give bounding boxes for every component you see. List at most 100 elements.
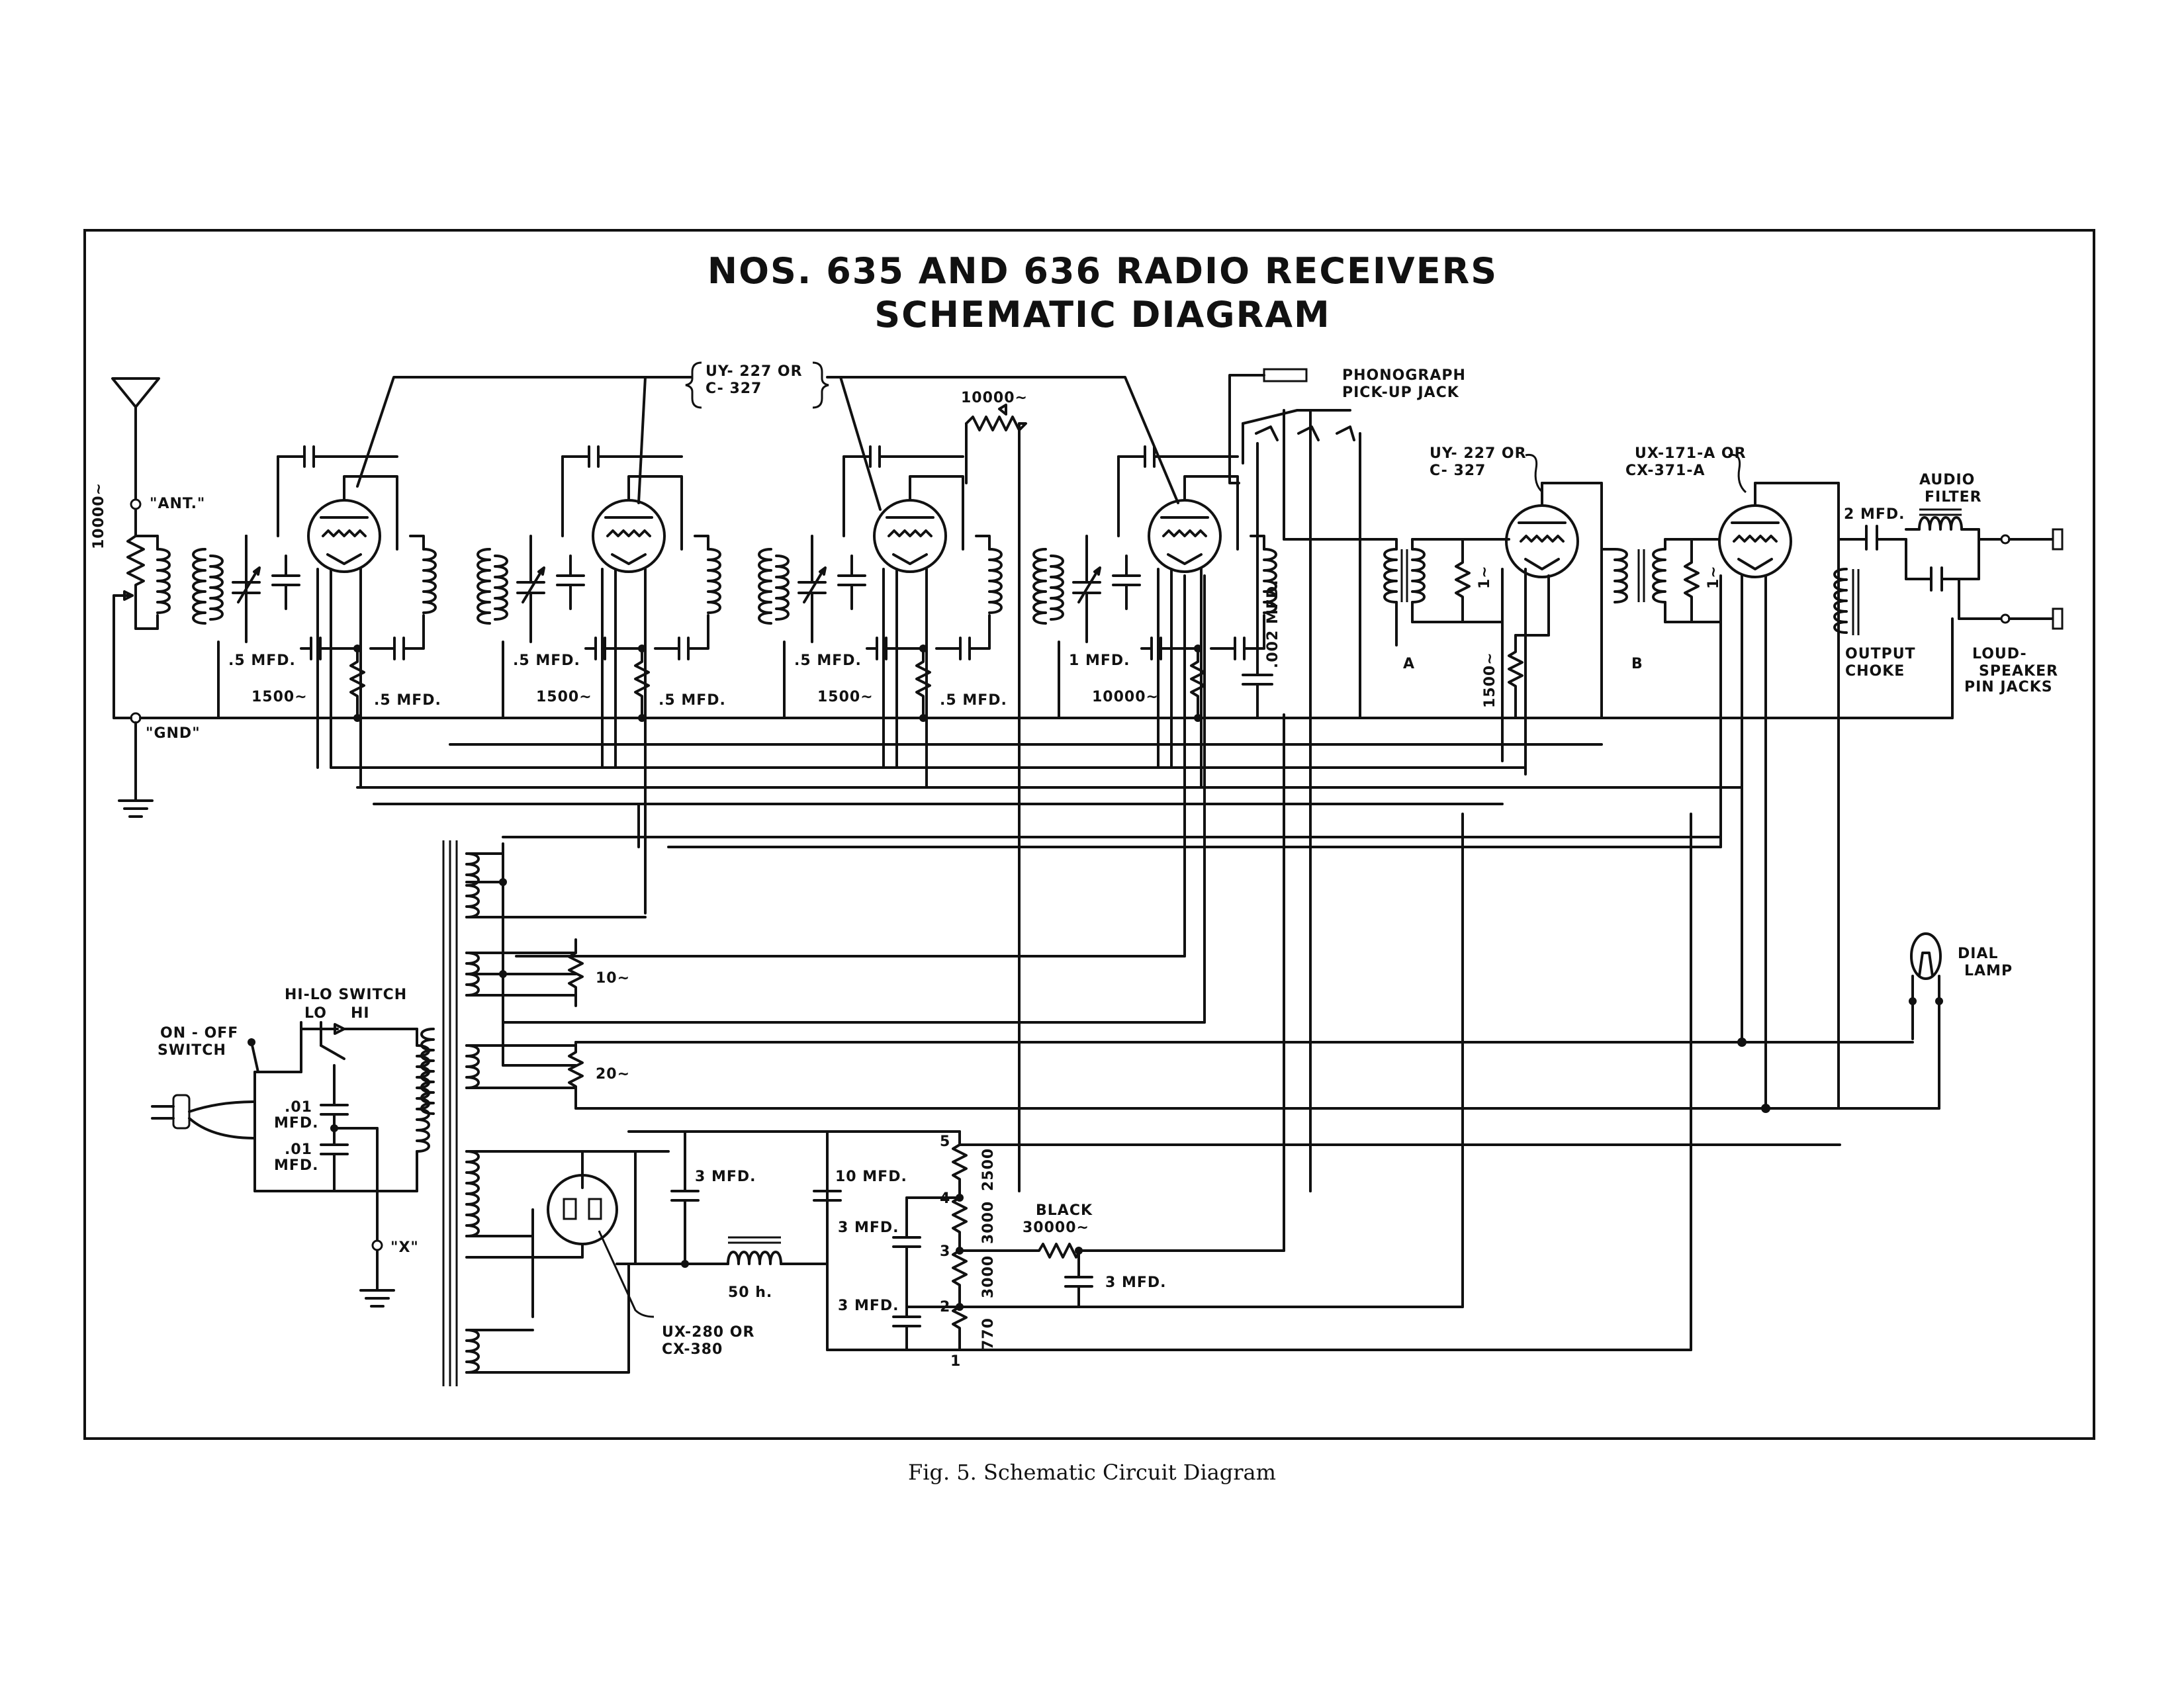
ant-label: "ANT." bbox=[150, 496, 205, 512]
cap-10mfd-label: 10 MFD. bbox=[835, 1169, 907, 1185]
gnd-label: "GND" bbox=[146, 725, 201, 742]
output-choke-label-2: CHOKE bbox=[1845, 663, 1905, 680]
c01a-label-2: MFD. bbox=[274, 1115, 319, 1132]
c01b-label-2: MFD. bbox=[274, 1157, 319, 1174]
r-1meg-b-label: 1~ bbox=[1706, 565, 1722, 589]
antenna-symbol bbox=[111, 377, 160, 510]
pot-10-ohm bbox=[568, 938, 584, 1007]
x-terminal-label: "X" bbox=[390, 1239, 419, 1256]
capacitor-002 bbox=[1242, 495, 1273, 719]
power-tube bbox=[1718, 482, 1792, 578]
choke-50h-label: 50 h. bbox=[728, 1284, 772, 1301]
phono-label-1: PHONOGRAPH bbox=[1342, 367, 1466, 384]
stage-2-cap-label: .5 MFD. bbox=[513, 652, 580, 669]
dial-lamp bbox=[1909, 932, 1943, 1110]
cap-3mfd-d-label: 3 MFD. bbox=[1105, 1274, 1167, 1291]
xfmr-b-label: B bbox=[1631, 656, 1643, 672]
onoff-label-1: ON - OFF bbox=[160, 1025, 238, 1042]
title-line-2: SCHEMATIC DIAGRAM bbox=[874, 294, 1330, 335]
transformer-b bbox=[1600, 538, 1666, 623]
transformer-a bbox=[1283, 538, 1464, 646]
uy227-label-a: UY- 227 OR bbox=[705, 363, 803, 380]
bus-wiring bbox=[330, 574, 1940, 1113]
c327-label-b: C- 327 bbox=[1430, 463, 1486, 479]
pot-20-label: 20~ bbox=[596, 1066, 630, 1083]
lo-label: LO bbox=[304, 1005, 327, 1022]
ac-plug bbox=[151, 1094, 256, 1139]
cap-3mfd-b-label: 3 MFD. bbox=[838, 1220, 899, 1236]
pot-20-ohm bbox=[568, 1041, 584, 1110]
output-choke bbox=[1833, 568, 1860, 635]
stage-3-cap-label: .5 MFD. bbox=[794, 652, 862, 669]
dial-lamp-label-1: DIAL bbox=[1958, 946, 1999, 962]
figure-caption: Fig. 5. Schematic Circuit Diagram bbox=[908, 1460, 1276, 1485]
audio-filter-label-2: FILTER bbox=[1925, 489, 1982, 506]
hi-lo-switch bbox=[300, 1021, 418, 1060]
c01b-label-1: .01 bbox=[285, 1141, 312, 1158]
tap-4-label: 4 bbox=[940, 1190, 950, 1207]
tube-label-brace bbox=[356, 361, 1179, 511]
loudspeaker-label-3: PIN JACKS bbox=[1964, 679, 2053, 695]
cap-2mfd-label: 2 MFD. bbox=[1844, 506, 1905, 523]
r3000b-label: 3000 bbox=[980, 1255, 997, 1298]
resistor-30000 bbox=[1018, 1243, 1100, 1259]
rectifier-tube bbox=[547, 1174, 618, 1245]
loudspeaker-label-2: SPEAKER bbox=[1979, 663, 2058, 680]
title-line-1: NOS. 635 AND 636 RADIO RECEIVERS bbox=[707, 250, 1498, 292]
phono-label-2: PICK-UP JACK bbox=[1342, 384, 1459, 401]
pot-10-label: 10~ bbox=[596, 970, 630, 987]
pot-10000-top-label: 10000~ bbox=[961, 390, 1028, 406]
audio-tube-1 bbox=[1505, 482, 1579, 578]
audio-filter bbox=[1905, 508, 1980, 620]
cap-3mfd-c-label: 3 MFD. bbox=[838, 1298, 899, 1314]
antenna-potentiometer bbox=[113, 508, 159, 719]
tap-3-label: 3 bbox=[940, 1243, 950, 1260]
stage-3-bypass-cap-label: .5 MFD. bbox=[940, 692, 1007, 709]
c327-label-a: C- 327 bbox=[705, 380, 762, 397]
c002-label: .002 MFD. bbox=[1265, 580, 1281, 668]
onoff-label-2: SWITCH bbox=[158, 1042, 226, 1059]
dial-lamp-label-2: LAMP bbox=[1964, 963, 2013, 979]
r30000-label: 30000~ bbox=[1023, 1220, 1089, 1236]
ux171-label-1: UX-171-A OR bbox=[1635, 445, 1747, 462]
power-transformer bbox=[420, 840, 480, 1386]
stage-1-bypass-cap-label: .5 MFD. bbox=[374, 692, 441, 709]
rf-stage-3: .5 MFD. 1500~ .5 MFD. bbox=[245, 445, 1007, 789]
choke-50h bbox=[727, 1236, 782, 1265]
ux280-label-2: CX-380 bbox=[662, 1341, 723, 1358]
hi-label: HI bbox=[351, 1005, 370, 1022]
audio-filter-label-1: AUDIO bbox=[1919, 472, 1975, 488]
stage-3-resistor-label: 1500~ bbox=[817, 689, 874, 705]
voltage-divider bbox=[826, 1130, 1692, 1351]
r-1500-v-label: 1500~ bbox=[1482, 652, 1498, 708]
stage-2-resistor-label: 1500~ bbox=[536, 689, 592, 705]
ux171-label-2: CX-371-A bbox=[1625, 463, 1706, 479]
stage-2-bypass-cap-label: .5 MFD. bbox=[659, 692, 726, 709]
pot-10000-top bbox=[965, 416, 1027, 431]
rf-stage-1: .5 MFD.1500~.5 MFD. bbox=[192, 445, 441, 789]
phono-jack bbox=[1228, 368, 1361, 1192]
ux280-label-1: UX-280 OR bbox=[662, 1324, 754, 1341]
resistor-1meg-b bbox=[1684, 538, 1700, 623]
r-1meg-a-label: 1~ bbox=[1477, 565, 1493, 589]
stage-4-resistor-label: 10000~ bbox=[1092, 689, 1159, 705]
stage-1-cap-label: .5 MFD. bbox=[228, 652, 296, 669]
rf-stage-4: 1 MFD. 10000~ bbox=[245, 445, 1277, 789]
xfmr-a-label: A bbox=[1403, 656, 1415, 672]
r2500-label: 2500 bbox=[980, 1148, 997, 1191]
r770-label: 770 bbox=[980, 1317, 997, 1350]
output-choke-label-1: OUTPUT bbox=[1845, 646, 1916, 662]
c01a-label-1: .01 bbox=[285, 1099, 312, 1116]
speaker-pin-jacks bbox=[1951, 528, 2064, 719]
on-off-switch bbox=[248, 1038, 259, 1192]
loudspeaker-label-1: LOUD- bbox=[1972, 646, 2027, 662]
diagram-border bbox=[83, 229, 2095, 1440]
resistor-1500-v bbox=[1508, 634, 1524, 719]
stage-4-cap-label: 1 MFD. bbox=[1069, 652, 1130, 669]
hilo-switch-label: HI-LO SWITCH bbox=[285, 987, 407, 1003]
resistor-1meg-a bbox=[1455, 538, 1471, 623]
ant-pot-label: 10000~ bbox=[91, 482, 107, 549]
tap-5-label: 5 bbox=[940, 1134, 950, 1150]
